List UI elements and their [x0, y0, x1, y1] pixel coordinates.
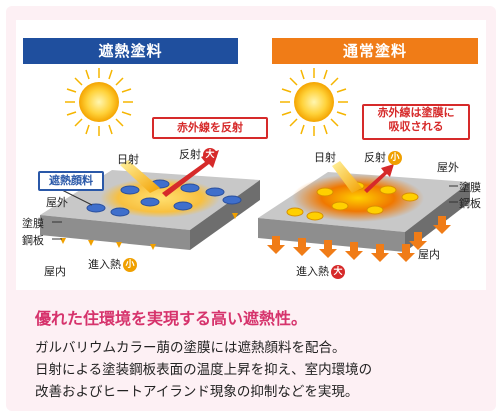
right-reflection-label: 反射小: [364, 149, 402, 165]
left-indoor-label: 屋内: [44, 265, 66, 278]
left-reflection-arrow: [162, 150, 219, 197]
left-slab-side: [190, 180, 260, 250]
header-normal-paint: 通常塗料: [272, 38, 478, 64]
body-line-3: 改善およびヒートアイランド現象の抑制などを実現。: [35, 384, 359, 400]
left-outdoor-label: 屋外: [46, 196, 68, 209]
left-reflection-label: 反射大: [179, 146, 217, 162]
left-slab-front: [40, 215, 190, 250]
callout-absorb-line2: 吸収される: [388, 120, 444, 133]
right-slab-front: [258, 218, 405, 252]
left-sunlight-ray: [120, 160, 160, 193]
callout-absorb-infrared: 赤外線は塗膜に吸収される: [362, 104, 470, 140]
section-heading: 優れた住環境を実現する高い遮熱性。: [35, 309, 308, 328]
header-heat-shield-paint: 遮熱塗料: [23, 38, 238, 64]
right-reflection-text: 反射: [364, 151, 386, 164]
body-line-2: 日射による塗装鋼板表面の温度上昇を抑え、室内環境の: [35, 362, 373, 378]
left-heat-in-label: 進入熱小: [88, 256, 137, 272]
left-heat-in-text: 進入熱: [88, 258, 121, 271]
left-sunlight-label: 日射: [117, 153, 139, 166]
left-coating-label: 塗膜: [22, 217, 44, 230]
sun-icon-right: [280, 68, 348, 136]
left-pigments: [86, 179, 242, 217]
left-pigment-leader: [61, 189, 93, 206]
sun-icon-left: [65, 68, 133, 136]
right-sunlight-label: 日射: [314, 151, 336, 164]
right-heat-in-arrows: [267, 216, 451, 262]
right-heat-in-label: 進入熱大: [296, 263, 345, 279]
right-steel-label: 鋼板: [459, 197, 481, 210]
left-heat-in-badge: 小: [123, 258, 137, 272]
right-outdoor-label: 屋外: [437, 161, 459, 174]
callout-reflect-infrared: 赤外線を反射: [152, 117, 268, 139]
left-steel-label: 鋼板: [22, 234, 44, 247]
right-coating-label: 塗膜: [459, 181, 481, 194]
right-sunlight-ray: [332, 161, 362, 193]
left-heat-in-arrows: [60, 213, 238, 250]
callout-absorb-line1: 赤外線は塗膜に: [377, 106, 455, 119]
right-heat-in-badge: 大: [331, 265, 345, 279]
right-reflection-arrow: [364, 164, 394, 193]
right-reflection-badge: 小: [388, 151, 402, 165]
right-heat-in-text: 進入熱: [296, 265, 329, 278]
left-reflection-badge: 大: [203, 148, 217, 162]
body-line-1: ガルバリウムカラー萠の塗膜には遮熱顔料を配合。: [35, 340, 346, 356]
right-indoor-label: 屋内: [418, 248, 440, 261]
callout-heat-pigment: 遮熱顔料: [38, 171, 104, 191]
left-reflection-text: 反射: [179, 148, 201, 161]
